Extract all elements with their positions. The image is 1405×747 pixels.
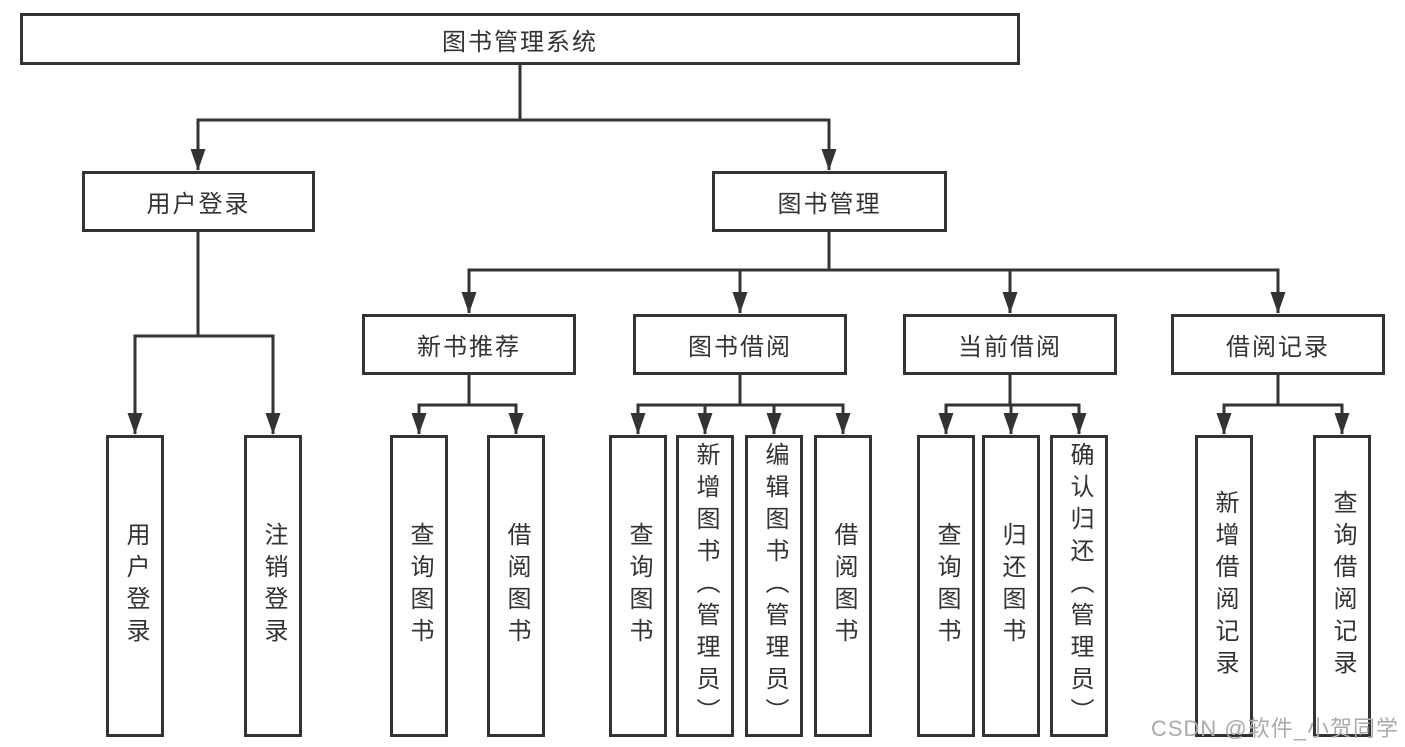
leaf-query-books-2: 查询图书 [609, 435, 667, 737]
csdn-watermark: CSDN @软件_小贺同学 [1150, 716, 1399, 741]
leaf-add-borrow-record: 新增借阅记录 [1195, 435, 1253, 737]
node-book-borrow: 图书借阅 [633, 314, 847, 375]
leaf-query-borrow-record: 查询借阅记录 [1313, 435, 1371, 737]
node-current-borrow: 当前借阅 [903, 314, 1117, 375]
leaf-borrow-books-2: 借阅图书 [814, 435, 872, 737]
leaf-return-book: 归还图书 [982, 435, 1040, 737]
leaf-confirm-return-admin: 确认归还（管理员） [1050, 435, 1108, 737]
leaf-user-login: 用户登录 [106, 435, 164, 737]
node-user-login: 用户登录 [82, 171, 315, 232]
node-new-book-recommend: 新书推荐 [362, 314, 576, 375]
node-root-library-system: 图书管理系统 [20, 13, 1020, 65]
node-borrow-records: 借阅记录 [1171, 314, 1385, 375]
leaf-logout: 注销登录 [244, 435, 302, 737]
leaf-borrow-books-1: 借阅图书 [487, 435, 545, 737]
leaf-query-books-1: 查询图书 [390, 435, 448, 737]
leaf-add-book-admin: 新增图书（管理员） [676, 435, 734, 737]
leaf-query-books-3: 查询图书 [917, 435, 975, 737]
leaf-edit-book-admin: 编辑图书（管理员） [745, 435, 803, 737]
node-book-management: 图书管理 [712, 171, 947, 232]
